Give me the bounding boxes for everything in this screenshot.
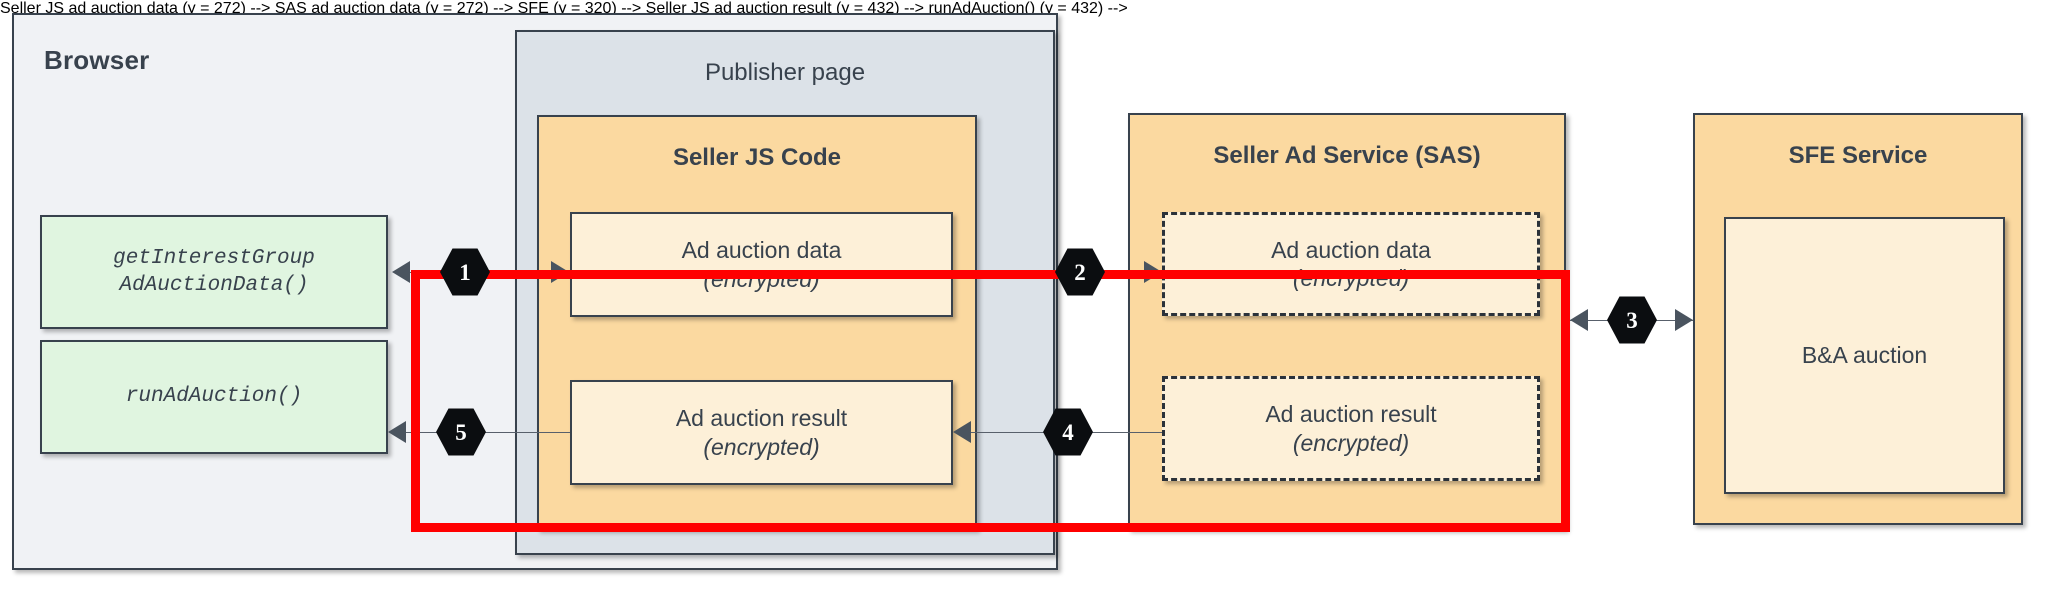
box-line-1: Ad auction data [681, 237, 842, 264]
arrowhead-2-right [1144, 261, 1162, 283]
box-line-1: Ad auction data [1271, 236, 1431, 263]
box-line-2: (encrypted) [1292, 429, 1410, 456]
arrowhead-1-left [392, 261, 410, 283]
box-line-1: B&A auction [1801, 342, 1928, 369]
hexagon-icon [1607, 296, 1657, 344]
step-badge-2: 2 [1055, 247, 1105, 297]
hexagon-icon [436, 408, 486, 456]
step-number: 4 [1062, 419, 1074, 445]
step-badge-1: 1 [440, 247, 490, 297]
box-line-2: (encrypted) [703, 433, 820, 460]
api-label: getInterestGroup AdAuctionData() [113, 246, 315, 297]
step-number: 5 [455, 419, 467, 445]
sas-ad-auction-data-box[interactable]: Ad auction data (encrypted) [1162, 212, 1540, 316]
seller-js-ad-auction-data-box[interactable]: Ad auction data (encrypted) [570, 212, 953, 317]
connector-1 [410, 272, 570, 273]
api-label: runAdAuction() [125, 385, 303, 409]
step-number: 3 [1626, 307, 1638, 333]
step-badge-4: 4 [1043, 407, 1093, 457]
seller-js-code-title: Seller JS Code [672, 144, 842, 171]
box-line-2: (encrypted) [1292, 265, 1410, 291]
arrowhead-3-left [1570, 309, 1588, 331]
sfe-ba-auction-box[interactable]: B&A auction [1724, 217, 2005, 494]
api-box-run-ad-auction[interactable]: runAdAuction() [40, 340, 388, 454]
step-number: 2 [1074, 259, 1086, 285]
arrowhead-3-right [1675, 309, 1693, 331]
publisher-page-title: Publisher page [704, 59, 866, 86]
arrowhead-5-left [388, 421, 406, 443]
api-box-get-interest-group-ad-auction-data[interactable]: getInterestGroup AdAuctionData() [40, 215, 388, 329]
seller-ad-service-title: Seller Ad Service (SAS) [1213, 142, 1481, 169]
arrowhead-1-right [551, 261, 569, 283]
sfe-service-title: SFE Service [1788, 142, 1928, 169]
step-number: 1 [459, 259, 471, 285]
box-line-1: Ad auction result [1265, 401, 1437, 428]
arrowhead-4-left [953, 421, 971, 443]
step-badge-3: 3 [1607, 295, 1657, 345]
step-badge-5: 5 [436, 407, 486, 457]
hexagon-icon [1043, 408, 1093, 456]
box-line-1: Ad auction result [675, 405, 848, 432]
connector-5 [406, 432, 570, 433]
box-line-2: (encrypted) [703, 265, 820, 292]
browser-label: Browser [44, 45, 150, 75]
seller-js-ad-auction-result-box[interactable]: Ad auction result (encrypted) [570, 380, 953, 485]
sas-ad-auction-result-box[interactable]: Ad auction result (encrypted) [1162, 376, 1540, 481]
